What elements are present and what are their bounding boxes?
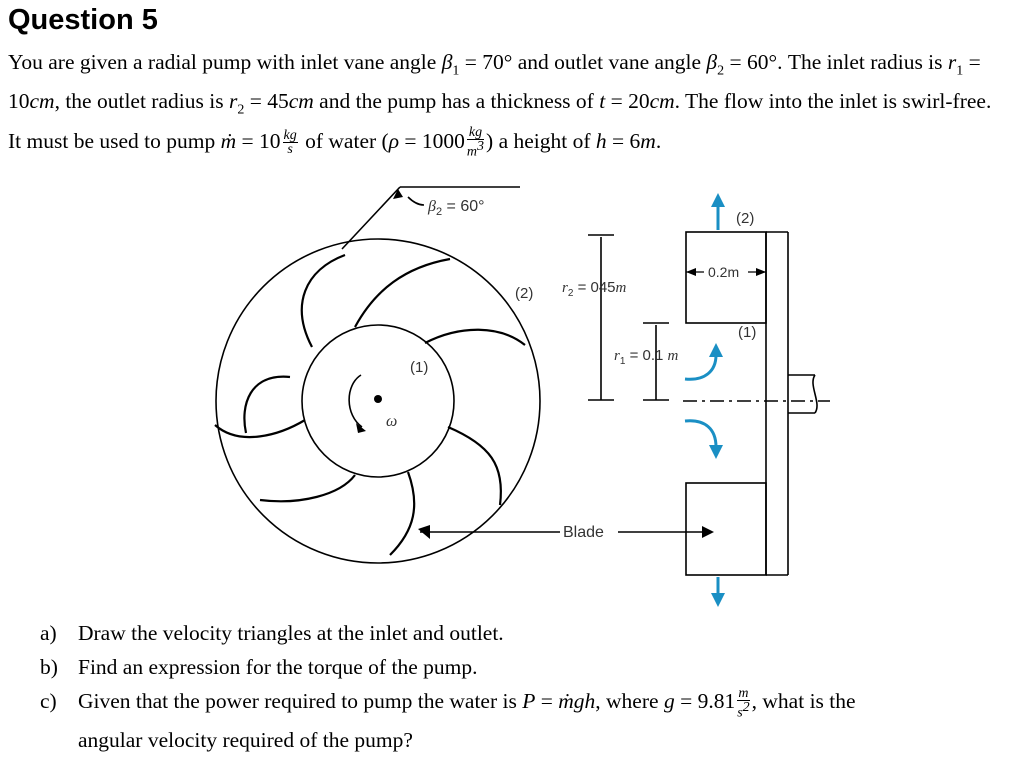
question-title: Question 5: [8, 4, 158, 36]
question-parts: a)Draw the velocity triangles at the inl…: [40, 618, 1000, 757]
part-b: b)Find an expression for the torque of t…: [40, 655, 478, 679]
side-outlet-label: (2): [736, 210, 754, 227]
impeller-outer-circle: [215, 238, 541, 564]
problem-statement: You are given a radial pump with inlet v…: [8, 50, 992, 160]
blade-label: Blade: [563, 524, 604, 541]
r2-dimension-label: r2 = 045m: [562, 279, 627, 299]
part-c: c) Given that the power required to pump…: [40, 685, 856, 721]
side-view-lower-block: [685, 482, 767, 576]
rotation-arrowhead: [356, 423, 366, 433]
pump-diagram: β2 = 60° (2) (1) ω r2 = 045m r1 = 0.1 m …: [214, 186, 830, 607]
thickness-label: 0.2m: [708, 264, 739, 280]
part-c-continued: angular velocity required of the pump?: [78, 728, 413, 753]
beta2-label: β2 = 60°: [427, 198, 485, 218]
shaft-center-dot: [374, 395, 382, 403]
impeller-blades: [214, 253, 526, 556]
part-a: a)Draw the velocity triangles at the inl…: [40, 621, 504, 645]
inlet-label: (1): [410, 359, 428, 376]
impeller-hub-circle: [301, 324, 455, 478]
outlet-label: (2): [515, 285, 533, 302]
flow-arrows: [684, 203, 720, 600]
dimension-arrowheads: [393, 189, 766, 539]
omega-label: ω: [386, 413, 397, 430]
r1-dimension-label: r1 = 0.1 m: [614, 347, 679, 367]
side-inlet-label: (1): [738, 324, 756, 341]
